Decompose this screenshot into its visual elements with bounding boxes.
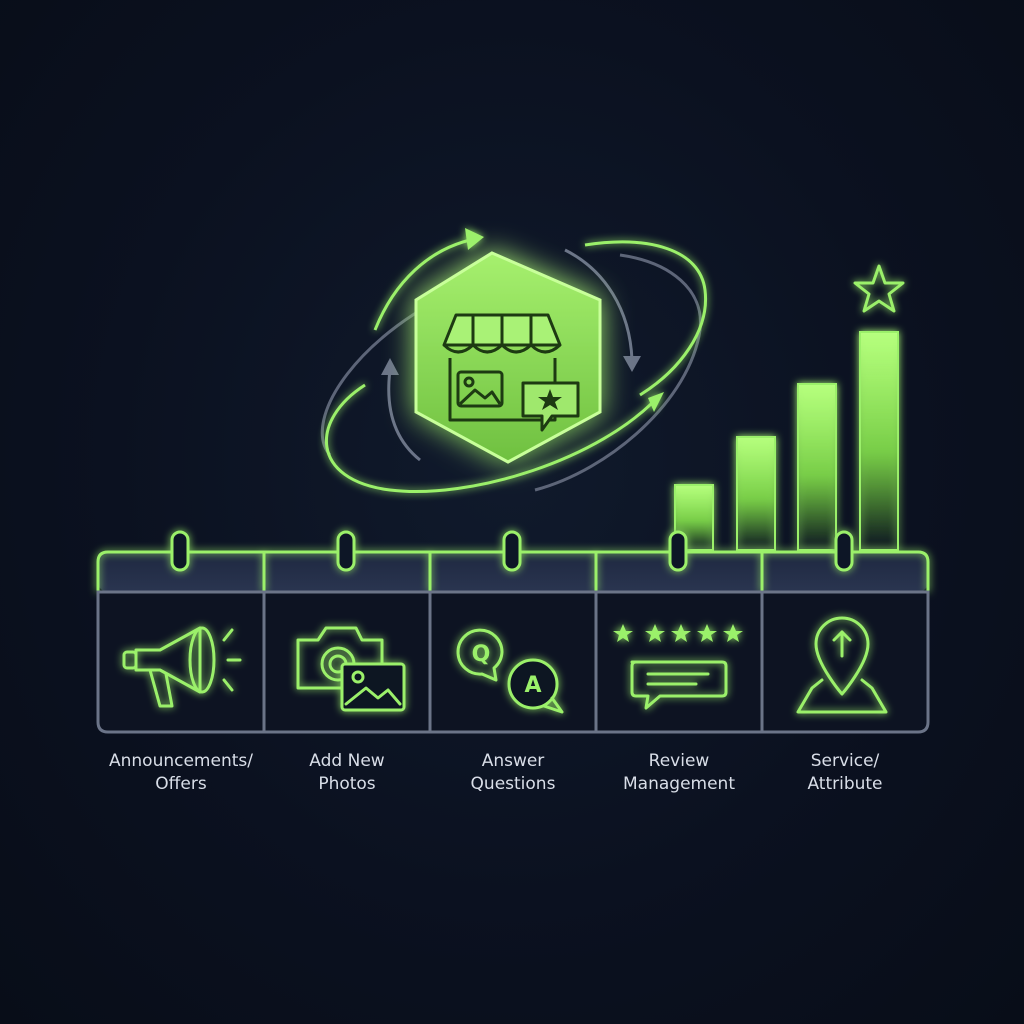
store-cycle-graphic [320,228,708,494]
calendar-ring [668,530,688,572]
label-line: Offers [155,774,207,794]
calendar-strip [96,530,930,734]
review-stars-row [613,624,743,642]
label-line: Review [648,751,710,771]
calendar-ring [502,530,522,572]
arrow-head-icon [648,392,664,412]
label-line: Attribute [807,774,883,794]
label-announcements: Announcements/ Offers [98,750,264,796]
arrow-head-icon [465,228,484,250]
star-icon [853,264,905,313]
arrow-head-icon [623,356,641,372]
orbit-arc-upper [373,238,471,331]
qa-bubbles-icon: Q A [456,628,564,714]
svg-text:Q: Q [472,642,491,667]
growth-bar [859,331,899,551]
cycle-arrow-left [387,369,421,462]
arrow-head-icon [381,358,399,375]
storefront-icon [414,251,602,464]
orbit-ring-green-top [584,240,708,397]
orbit-ring-green [324,383,662,494]
label-add-photos: Add New Photos [264,750,430,796]
label-line: Add New [309,751,385,771]
megaphone-icon [122,626,242,708]
calendar-ring [170,530,190,572]
task-labels: Announcements/ Offers Add New Photos Ans… [98,750,928,810]
label-answer-questions: Answer Questions [430,750,596,796]
calendar-ring [336,530,356,572]
label-line: Questions [470,774,556,794]
calendar-ring [834,530,854,572]
map-pin-icon [796,616,888,714]
label-line: Answer [481,751,545,771]
label-line: Photos [318,774,376,794]
label-review-management: Review Management [596,750,762,796]
growth-bar [736,436,776,551]
label-service-attribute: Service/ Attribute [762,750,928,796]
star-chat-bubble-icon [521,381,580,432]
image-icon [456,370,504,408]
calendar-header [98,552,928,592]
label-line: Management [623,774,735,794]
review-stars-icon [630,660,728,710]
cycle-arrow-right [564,248,634,361]
storefront-details [442,313,580,432]
svg-text:A: A [524,673,541,698]
label-line: Announcements/ [109,751,253,771]
label-line: Service/ [810,751,880,771]
growth-bar [797,383,837,551]
growth-chart [674,264,905,551]
camera-photo-icon [296,626,406,712]
orbit-ring-gray-2 [534,253,702,492]
